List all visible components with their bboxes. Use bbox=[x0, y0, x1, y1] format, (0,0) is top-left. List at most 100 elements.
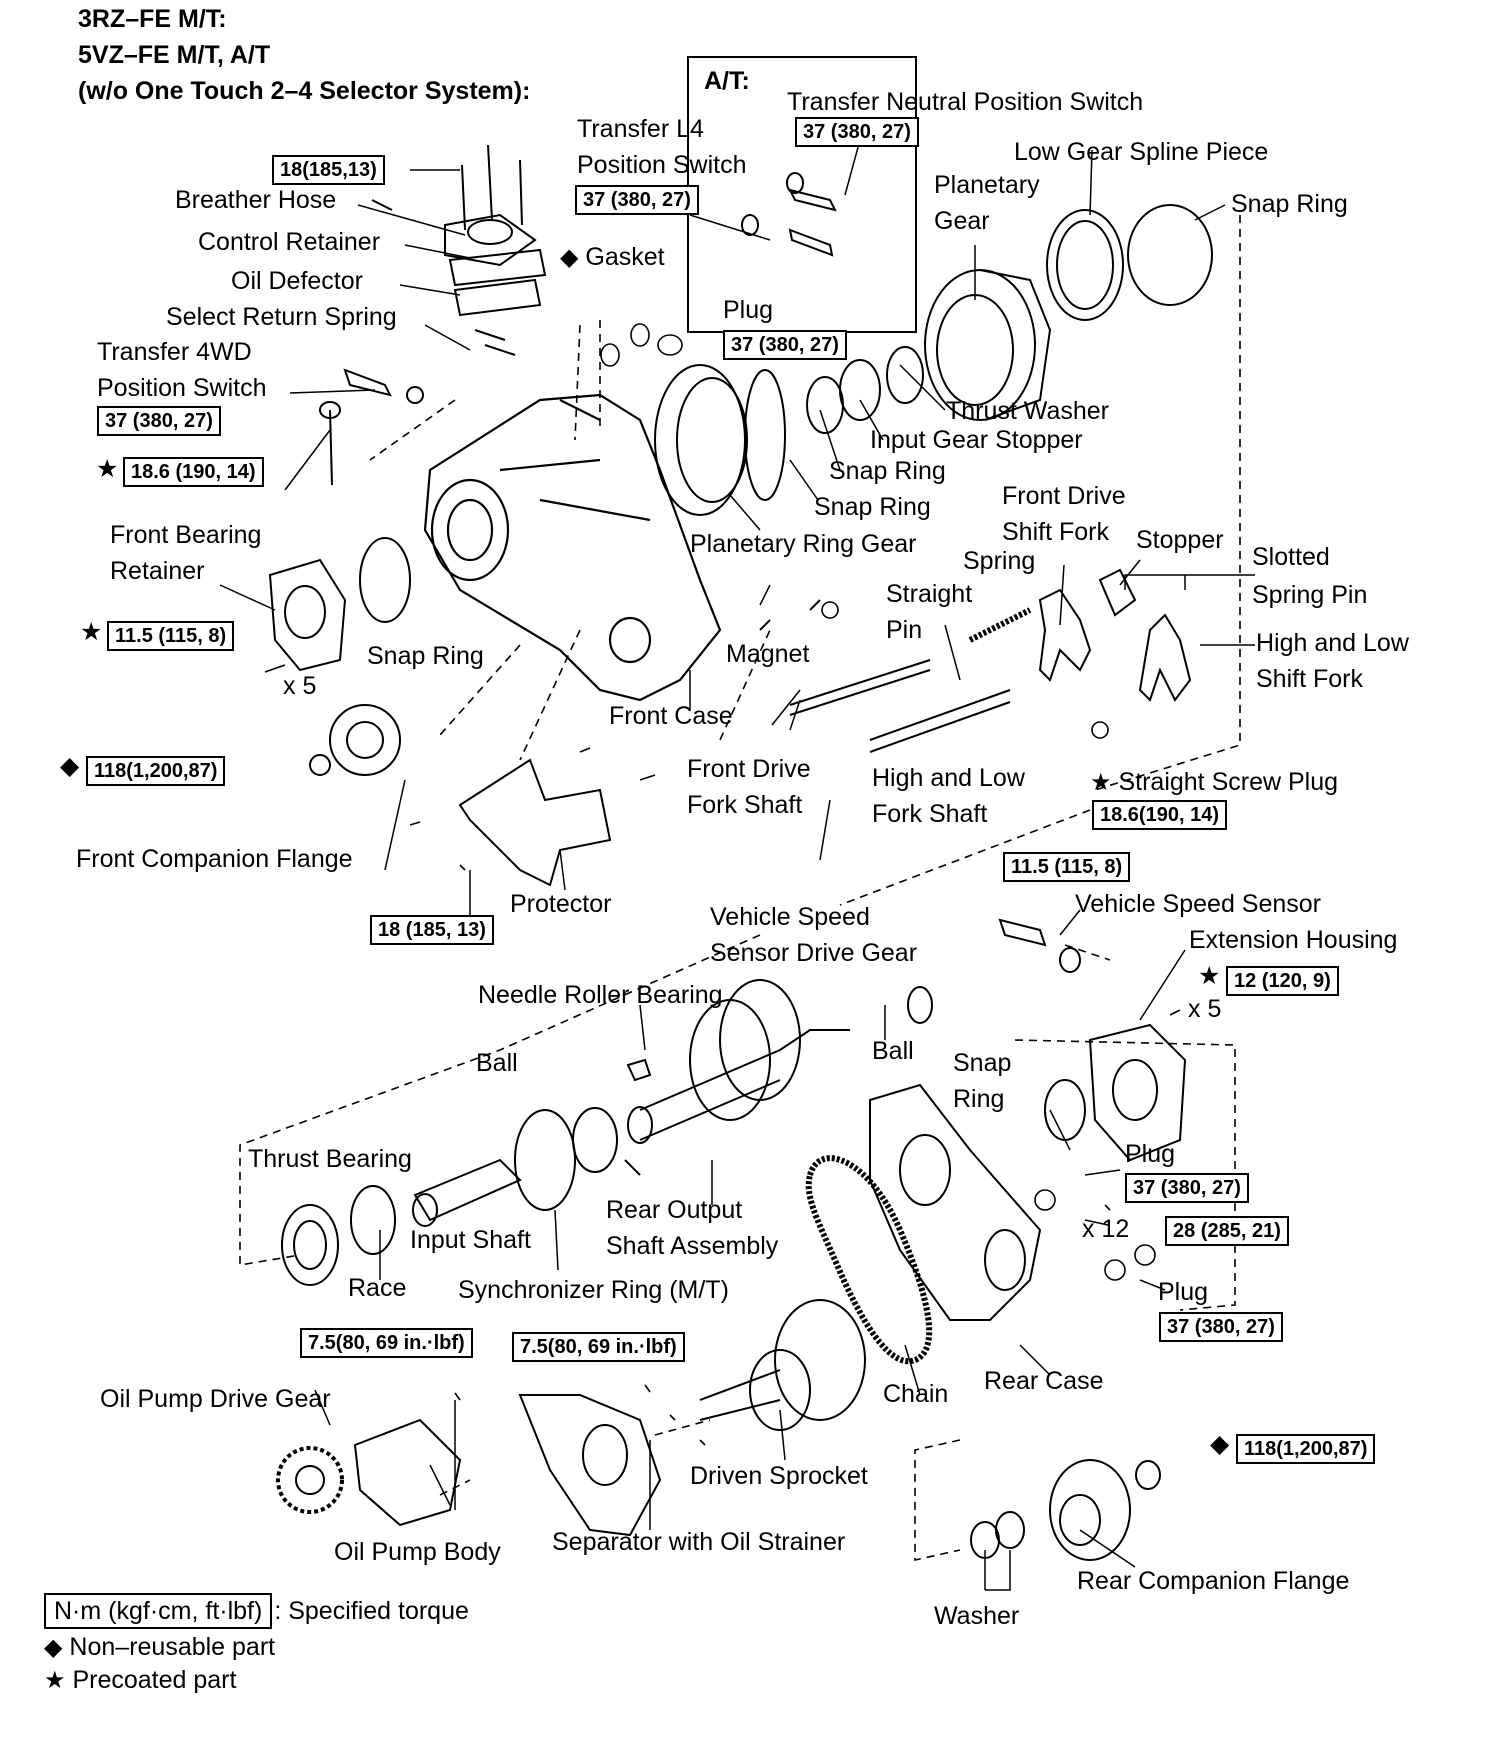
legend-torque: N·m (kgf·cm, ft·lbf): Specified torque bbox=[44, 1593, 469, 1629]
label-ball-left: Ball bbox=[476, 1049, 518, 1077]
label-vehicle-speed-sensor: Vehicle Speed Sensor bbox=[1075, 890, 1322, 918]
label-magnet: Magnet bbox=[726, 640, 810, 668]
precoated-mark-2: ★ bbox=[80, 618, 103, 646]
label-needle-roller-bearing: Needle Roller Bearing bbox=[478, 981, 723, 1009]
label-plug-bottom: Plug bbox=[1158, 1278, 1209, 1306]
torque-box-front-flange-nut: 118(1,200,87) bbox=[86, 756, 226, 786]
header-line-3: (w/o One Touch 2–4 Selector System): bbox=[78, 77, 531, 105]
label-x5-top: x 5 bbox=[283, 672, 317, 700]
label-straight-pin-b: Pin bbox=[886, 616, 923, 644]
nonreusable-symbol: ◆ bbox=[560, 244, 579, 271]
label-front-bearing-retainer-a: Front Bearing bbox=[110, 521, 262, 549]
label-rear-case: Rear Case bbox=[984, 1367, 1104, 1395]
torque-box-straight-screw-plug: 18.6(190, 14) bbox=[1092, 800, 1227, 830]
torque-box-neutral-switch: 37 (380, 27) bbox=[795, 117, 919, 147]
label-straight-screw-plug: ★ Straight Screw Plug bbox=[1090, 768, 1339, 796]
label-driven-sprocket: Driven Sprocket bbox=[690, 1462, 868, 1490]
label-rear-companion-flange: Rear Companion Flange bbox=[1077, 1567, 1350, 1595]
label-chain: Chain bbox=[883, 1380, 949, 1408]
label-transfer-l4-b: Position Switch bbox=[577, 151, 747, 179]
label-breather-hose: Breather Hose bbox=[175, 186, 337, 214]
label-rear-output-a: Rear Output bbox=[606, 1196, 743, 1224]
label-transfer-l4-a: Transfer L4 bbox=[577, 115, 704, 143]
torque-box-oil-pump-bolt: 7.5(80, 69 in.·lbf) bbox=[300, 1328, 473, 1358]
torque-box-4wd-switch: 37 (380, 27) bbox=[97, 406, 221, 436]
label-oil-pump-body: Oil Pump Body bbox=[334, 1538, 501, 1566]
torque-box-breather-bolt: 18(185,13) bbox=[272, 155, 385, 185]
torque-box-rear-flange-nut: 118(1,200,87) bbox=[1236, 1434, 1376, 1464]
legend-nonreusable: ◆ Non–reusable part bbox=[44, 1633, 276, 1661]
label-protector: Protector bbox=[510, 890, 612, 918]
label-thrust-washer: Thrust Washer bbox=[946, 397, 1110, 425]
label-planetary-gear-b: Gear bbox=[934, 207, 990, 235]
label-front-case: Front Case bbox=[609, 702, 733, 730]
label-separator: Separator with Oil Strainer bbox=[552, 1528, 846, 1556]
torque-box-l4-switch: 37 (380, 27) bbox=[575, 185, 699, 215]
precoated-mark-3: ★ bbox=[1198, 962, 1221, 990]
torque-box-plug-mid: 37 (380, 27) bbox=[1125, 1173, 1249, 1203]
label-thrust-bearing: Thrust Bearing bbox=[248, 1145, 412, 1173]
label-extension-housing: Extension Housing bbox=[1189, 926, 1398, 954]
label-snap-ring-left: Snap Ring bbox=[367, 642, 484, 670]
torque-box-plug-bottom: 37 (380, 27) bbox=[1159, 1312, 1283, 1342]
label-oil-pump-drive-gear: Oil Pump Drive Gear bbox=[100, 1385, 331, 1413]
label-planetary-gear-a: Planetary bbox=[934, 171, 1040, 199]
label-synchronizer-ring: Synchronizer Ring (M/T) bbox=[458, 1276, 729, 1304]
label-plug-top: Plug bbox=[723, 296, 774, 324]
label-x5-bottom: x 5 bbox=[1188, 995, 1222, 1023]
label-front-drive-shift-fork-b: Shift Fork bbox=[1002, 518, 1109, 546]
label-x12: x 12 bbox=[1082, 1215, 1130, 1243]
label-snap-ring-top: Snap Ring bbox=[1231, 190, 1348, 218]
label-spring: Spring bbox=[963, 547, 1036, 575]
label-front-bearing-retainer-b: Retainer bbox=[110, 557, 205, 585]
label-high-low-fork-shaft-a: High and Low bbox=[872, 764, 1025, 792]
precoated-mark-1: ★ bbox=[96, 455, 119, 483]
nonreusable-mark-2: ◆ bbox=[1210, 1430, 1230, 1458]
label-high-low-fork-shaft-b: Fork Shaft bbox=[872, 800, 988, 828]
label-washer: Washer bbox=[934, 1602, 1020, 1630]
label-high-low-shift-fork-b: Shift Fork bbox=[1256, 665, 1363, 693]
header-line-2: 5VZ–FE M/T, A/T bbox=[78, 41, 271, 69]
label-input-shaft: Input Shaft bbox=[410, 1226, 531, 1254]
label-oil-defector: Oil Defector bbox=[231, 267, 363, 295]
label-low-gear-spline-piece: Low Gear Spline Piece bbox=[1014, 138, 1269, 166]
label-front-drive-fork-shaft-a: Front Drive bbox=[687, 755, 811, 783]
label-snap-ring-mid-2: Snap Ring bbox=[814, 493, 931, 521]
label-slotted-spring-pin-b: Spring Pin bbox=[1252, 581, 1368, 609]
precoated-symbol: ★ bbox=[1090, 769, 1112, 796]
label-plug-mid: Plug bbox=[1125, 1140, 1176, 1168]
torque-box-protector-bolt: 18 (185, 13) bbox=[370, 915, 494, 945]
legend-precoated: ★ Precoated part bbox=[44, 1666, 237, 1694]
torque-box-extension-housing: 12 (120, 9) bbox=[1226, 966, 1339, 996]
torque-box-speed-sensor: 11.5 (115, 8) bbox=[1003, 852, 1131, 882]
torque-box-plug-top: 37 (380, 27) bbox=[723, 330, 847, 360]
torque-box-rear-case-bolts: 28 (285, 21) bbox=[1165, 1216, 1289, 1246]
torque-box-precoated-plug: 18.6 (190, 14) bbox=[123, 457, 264, 487]
label-transfer-neutral-switch: Transfer Neutral Position Switch bbox=[787, 88, 1144, 116]
legend-unit-box: N·m (kgf·cm, ft·lbf) bbox=[44, 1593, 273, 1629]
label-slotted-spring-pin-a: Slotted bbox=[1252, 543, 1330, 571]
label-vss-drive-gear-a: Vehicle Speed bbox=[710, 903, 870, 931]
label-front-companion-flange: Front Companion Flange bbox=[76, 845, 353, 873]
label-transfer-4wd-a: Transfer 4WD bbox=[97, 338, 252, 366]
label-high-low-shift-fork-a: High and Low bbox=[1256, 629, 1409, 657]
torque-box-separator-bolt: 7.5(80, 69 in.·lbf) bbox=[512, 1332, 685, 1362]
label-race: Race bbox=[348, 1274, 407, 1302]
label-ball-right: Ball bbox=[872, 1037, 914, 1065]
label-snap-ring-mid-1: Snap Ring bbox=[829, 457, 946, 485]
label-gasket: ◆ Gasket bbox=[560, 243, 665, 271]
label-vss-drive-gear-b: Sensor Drive Gear bbox=[710, 939, 918, 967]
label-control-retainer: Control Retainer bbox=[198, 228, 381, 256]
label-input-gear-stopper: Input Gear Stopper bbox=[870, 426, 1083, 454]
label-snap-ring-bottom-b: Ring bbox=[953, 1085, 1005, 1113]
label-select-return-spring: Select Return Spring bbox=[166, 303, 397, 331]
label-stopper: Stopper bbox=[1136, 526, 1224, 554]
at-box-label: A/T: bbox=[704, 67, 750, 95]
torque-box-bearing-retainer: 11.5 (115, 8) bbox=[107, 621, 235, 651]
label-transfer-4wd-b: Position Switch bbox=[97, 374, 267, 402]
nonreusable-mark-1: ◆ bbox=[60, 752, 80, 780]
legend-unit-desc: : Specified torque bbox=[274, 1597, 469, 1625]
label-front-drive-shift-fork-a: Front Drive bbox=[1002, 482, 1126, 510]
